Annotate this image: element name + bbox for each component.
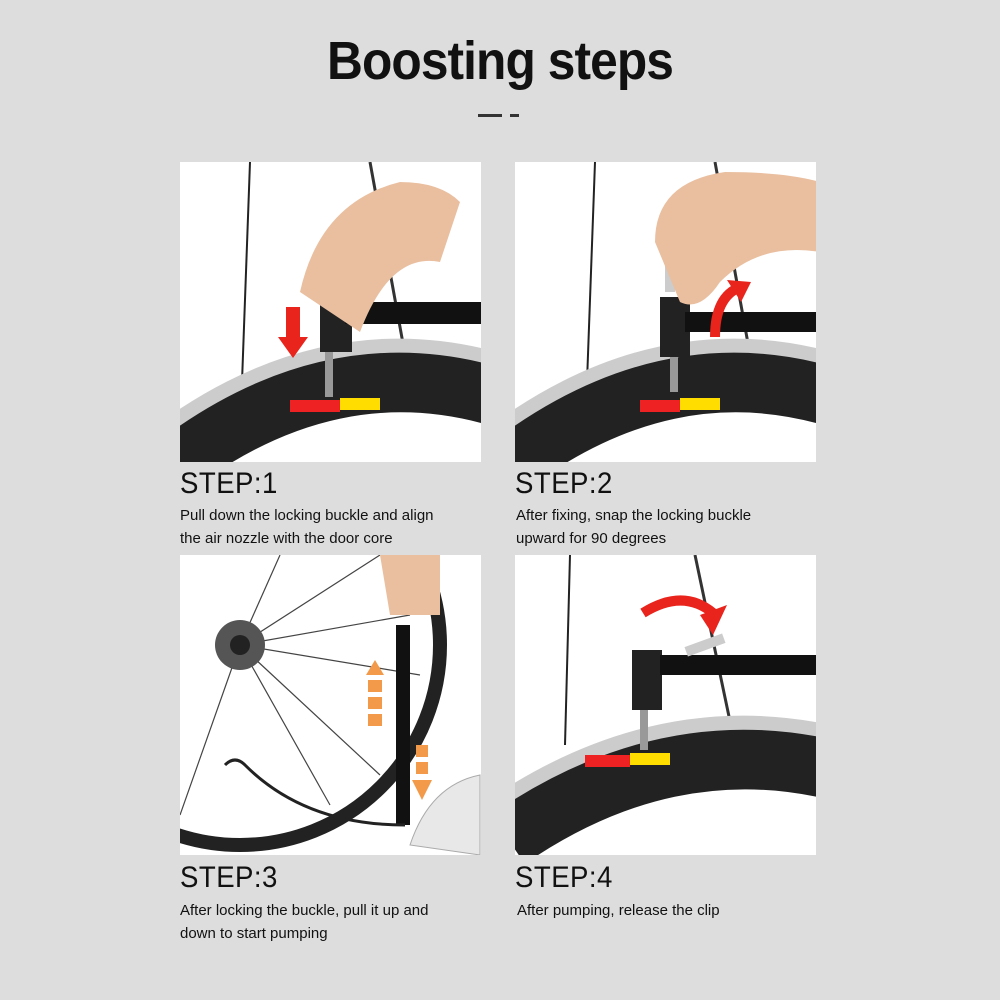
step4-description: After pumping, release the clip (517, 902, 720, 919)
page-title: Boosting steps (327, 31, 674, 91)
step1-label: STEP:1 (180, 467, 278, 500)
step3-image (180, 555, 481, 855)
step3-label: STEP:3 (180, 861, 278, 894)
step3-description: After locking the buckle, pull it up and… (180, 902, 429, 942)
step4-image (515, 555, 816, 855)
step2-image (515, 162, 816, 462)
title-divider (478, 114, 502, 117)
step1-image (180, 162, 481, 462)
title-divider-dot (510, 114, 519, 117)
step4-label: STEP:4 (515, 861, 613, 894)
step2-label: STEP:2 (515, 467, 613, 500)
